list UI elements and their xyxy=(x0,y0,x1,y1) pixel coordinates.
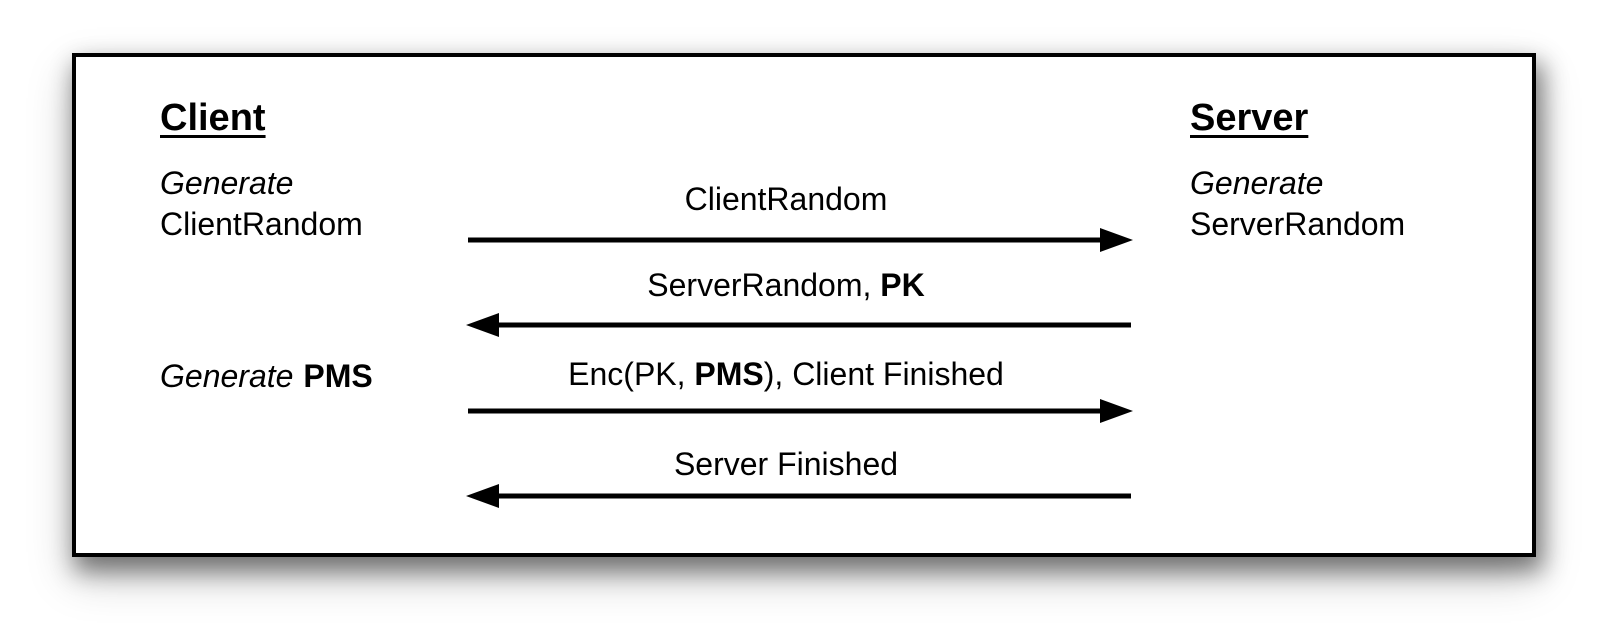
message-server-finished-label: Server Finished xyxy=(466,446,1106,482)
message-text-bold: PMS xyxy=(694,356,764,392)
server-generate-note: Generate ServerRandom xyxy=(1190,163,1405,245)
server-random-label: ServerRandom xyxy=(1190,206,1406,242)
message-text: Enc(PK, xyxy=(568,356,695,392)
message-clientrandom-label: ClientRandom xyxy=(466,181,1106,217)
message-text: ), Client Finished xyxy=(763,356,1004,392)
arrow-right-icon xyxy=(468,399,1133,423)
client-heading: Client xyxy=(160,97,266,139)
message-text: ServerRandom, xyxy=(647,267,881,303)
client-generate-label: Generate xyxy=(160,165,294,201)
client-random-label: ClientRandom xyxy=(160,206,363,242)
server-generate-label: Generate xyxy=(1190,165,1324,201)
message-text: ClientRandom xyxy=(684,181,888,217)
message-enc-client-finished-label: Enc(PK, PMS), Client Finished xyxy=(466,356,1106,392)
client-generate-pms-italic: Generate xyxy=(160,358,294,394)
arrow-right-icon xyxy=(468,228,1133,252)
message-text-bold: PK xyxy=(880,267,925,303)
client-generate-note: Generate ClientRandom xyxy=(160,163,363,245)
message-text: Server Finished xyxy=(673,446,899,482)
server-heading: Server xyxy=(1190,97,1309,139)
arrow-left-icon xyxy=(466,484,1131,508)
message-serverrandom-pk-label: ServerRandom, PK xyxy=(466,267,1106,303)
client-pms-label: PMS xyxy=(303,358,373,394)
arrow-left-icon xyxy=(466,313,1131,337)
